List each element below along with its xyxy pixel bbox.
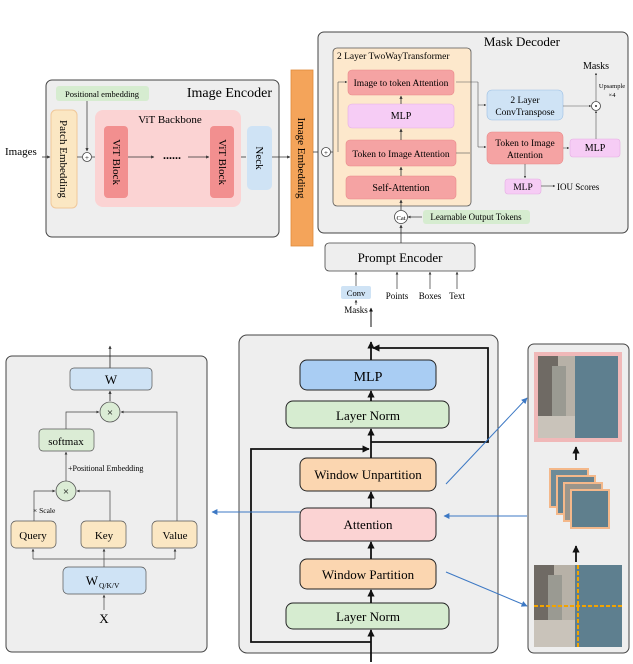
svg-text:Layer Norm: Layer Norm (336, 609, 400, 624)
svg-text:×: × (107, 407, 113, 419)
mlp-iou (504, 178, 542, 195)
svg-text:Value: Value (162, 530, 187, 542)
x-input: X (99, 611, 109, 626)
patch-embedding-label: Patch Embedding (57, 120, 69, 198)
svg-text:Window Partition: Window Partition (322, 567, 415, 582)
svg-text:Conv: Conv (347, 288, 366, 298)
partitioned-image (534, 565, 622, 647)
svg-text:+: + (85, 154, 89, 162)
svg-text:MLP: MLP (513, 183, 533, 193)
window-unpartition (299, 457, 437, 492)
vit-block-detail-panel: MLP Layer Norm Window Unpartition Attent… (238, 334, 499, 662)
w-output-box (69, 367, 153, 391)
prompt-masks-label: Masks (344, 305, 368, 315)
mlp-right (569, 138, 621, 158)
conv-box (341, 286, 371, 299)
scale-note: × Scale (33, 506, 56, 515)
images-label: Images (5, 146, 37, 158)
softmax-box (38, 428, 95, 452)
svg-text:×: × (63, 486, 69, 498)
svg-text:Cat: Cat (396, 215, 405, 222)
masks-output: Masks (583, 61, 609, 72)
learnable-output-tokens: Learnable Output Tokens (430, 212, 522, 222)
prompt-encoder: Prompt Encoder Conv Masks Points Boxes T… (324, 224, 476, 327)
unpartition-arrow (445, 397, 528, 485)
window-stack (549, 468, 610, 529)
wqkv-box (62, 566, 147, 595)
svg-text:Layer Norm: Layer Norm (336, 408, 400, 423)
add-circle-decoder (321, 147, 331, 157)
svg-text:W: W (105, 372, 118, 387)
svg-text:ViT Block: ViT Block (216, 139, 228, 185)
positional-embedding-label: Positional embedding (65, 89, 140, 99)
conv-transpose-box (486, 89, 564, 121)
vit-block-1 (104, 126, 128, 198)
add-circle-encoder (82, 152, 92, 162)
transformer-title: 2 Layer TwoWayTransformer (337, 51, 450, 62)
multiply-circle-bottom (55, 480, 77, 502)
svg-text:Key: Key (95, 530, 114, 542)
vit-block-2 (210, 126, 234, 198)
learnable-output-tokens-box (423, 210, 530, 224)
svg-text:Window Unpartition: Window Unpartition (314, 467, 422, 482)
svg-text:ConvTranspose: ConvTranspose (495, 108, 554, 118)
layer-norm-bottom (285, 602, 450, 630)
unpartitioned-image (534, 352, 622, 442)
svg-text:Self-Attention: Self-Attention (372, 183, 429, 194)
iou-scores: IOU Scores (557, 182, 600, 192)
svg-text:Query: Query (19, 530, 47, 542)
key-box (80, 520, 127, 549)
svg-text:W: W (86, 573, 99, 588)
patch-embedding-box (50, 109, 78, 209)
image-encoder: Image Encoder Positional embedding Patch… (45, 79, 280, 238)
window-partition (299, 558, 437, 590)
vit-backbone-box (95, 110, 241, 207)
svg-text:Attention: Attention (507, 151, 543, 161)
svg-text:softmax: softmax (48, 436, 84, 448)
positional-embedding-note: +Positional Embedding (68, 464, 143, 473)
cat-circle (394, 210, 408, 224)
points-label: Points (386, 291, 409, 301)
svg-text:ViT Block: ViT Block (110, 139, 122, 185)
image-embedding-label: Image Embedding (295, 118, 307, 199)
image-embedding-bar (290, 69, 314, 247)
svg-text:Token to Image: Token to Image (495, 139, 554, 149)
text-label: Text (449, 291, 465, 301)
prompt-encoder-title: Prompt Encoder (358, 250, 444, 265)
mask-decoder: Mask Decoder + 2 Layer TwoWayTransformer… (317, 31, 629, 234)
positional-embedding-box (56, 86, 149, 101)
dots: ...... (163, 148, 181, 162)
layer-norm-top (285, 400, 450, 429)
multiply-circle-top (99, 401, 121, 423)
svg-text:MLP: MLP (391, 111, 412, 122)
mlp-block (299, 359, 437, 391)
image-patches-panel (527, 343, 630, 654)
svg-text:Image to token Attention: Image to token Attention (354, 79, 449, 89)
vit-backbone-title: ViT Backbone (138, 114, 202, 126)
neck-box (247, 126, 272, 190)
svg-text:Attention: Attention (343, 517, 393, 532)
partition-arrow (445, 571, 528, 607)
svg-text:×4: ×4 (609, 92, 617, 99)
image-to-token-attention (347, 69, 455, 96)
neck-label: Neck (253, 146, 265, 170)
image-encoder-title: Image Encoder (187, 86, 272, 101)
value-box (151, 520, 198, 549)
svg-text:+: + (324, 149, 328, 157)
attention-block (299, 507, 437, 542)
svg-text:Token to Image Attention: Token to Image Attention (352, 150, 449, 160)
query-box (10, 520, 57, 549)
upsample-label: Upsample (599, 83, 625, 90)
attention-detail-panel: W × softmax +Positional Embedding × × Sc… (5, 345, 208, 653)
svg-text:Q/K/V: Q/K/V (99, 581, 120, 590)
svg-text:2 Layer: 2 Layer (510, 96, 540, 106)
mask-decoder-title: Mask Decoder (484, 34, 561, 49)
svg-text:MLP: MLP (354, 370, 383, 385)
svg-text:MLP: MLP (585, 143, 606, 154)
boxes-label: Boxes (419, 291, 442, 301)
